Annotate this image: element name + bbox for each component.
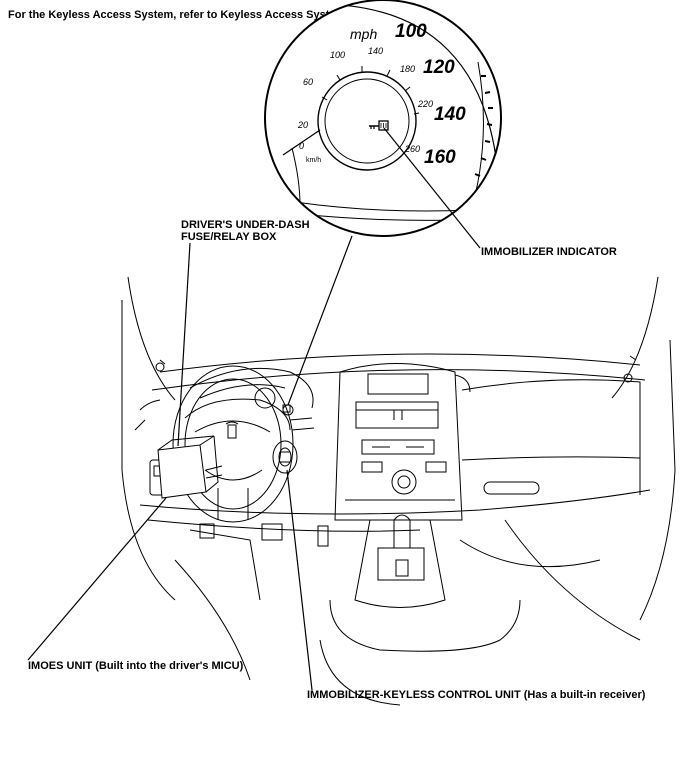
- leader-magnifier: [287, 235, 353, 406]
- speedo-inner-260: 260: [404, 144, 420, 154]
- leader-fuse-box: [177, 242, 191, 447]
- speedo-inner-60: 60: [303, 77, 313, 87]
- key-icon: [369, 120, 389, 131]
- callout-leader-lines: [27, 127, 481, 691]
- speedo-outer-140: 140: [434, 104, 466, 125]
- speedo-outer-120: 120: [423, 57, 455, 78]
- speedo-inner-20: 20: [297, 120, 308, 130]
- speedo-kmh-label: km/h: [306, 157, 321, 164]
- speedo-mph-label: mph: [350, 26, 377, 42]
- imoes-unit-label: IMOES UNIT (Built into the driver's MICU…: [28, 660, 244, 672]
- speedo-inner-180: 180: [400, 64, 415, 74]
- header-note: For the Keyless Access System, refer to …: [8, 9, 349, 21]
- fuse-box-label-line1: DRIVER'S UNDER-DASH: [181, 219, 310, 231]
- dashboard-interior: [121, 276, 676, 706]
- leader-control-unit: [286, 469, 313, 691]
- fuse-box-label-line2: FUSE/RELAY BOX: [181, 231, 277, 243]
- leader-imoes-unit: [27, 497, 167, 661]
- speedo-outer-100: 100: [395, 21, 427, 42]
- speedo-inner-100: 100: [330, 50, 345, 60]
- immobilizer-indicator-label: IMMOBILIZER INDICATOR: [481, 246, 617, 258]
- control-unit-label: IMMOBILIZER-KEYLESS CONTROL UNIT (Has a …: [307, 689, 646, 701]
- speedo-zero-mark: 0: [299, 141, 304, 151]
- speedometer-magnifier: mph 100 120 140 160 20 60 100 140 180 22…: [264, 0, 502, 237]
- speedo-inner-140: 140: [368, 46, 383, 56]
- speedo-outer-160: 160: [424, 147, 456, 168]
- leader-immobilizer-indicator: [383, 127, 481, 249]
- speedo-inner-220: 220: [417, 99, 433, 109]
